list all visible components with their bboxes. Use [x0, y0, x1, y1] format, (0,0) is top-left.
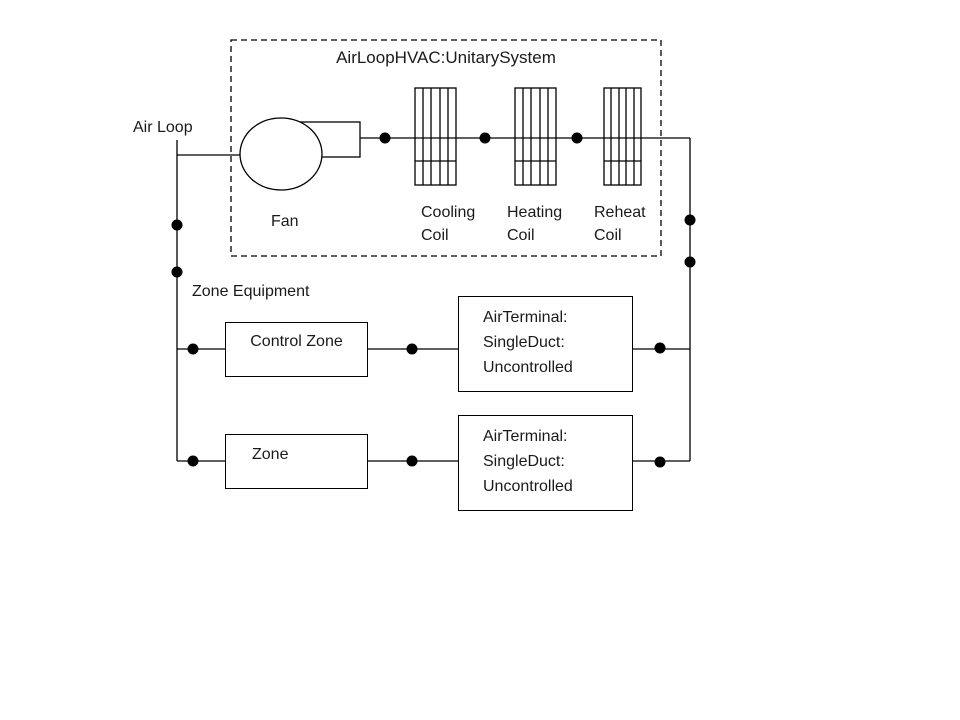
cooling-coil-label: Cooling Coil: [421, 204, 476, 245]
connection-node: [171, 266, 183, 278]
fan-symbol: [239, 117, 361, 191]
air-terminal-2-label: AirTerminal: SingleDuct: Uncontrolled: [483, 428, 573, 495]
fan-circle: [239, 117, 323, 191]
connection-node: [171, 219, 183, 231]
heating-coil-symbol: [514, 87, 557, 186]
control-zone-box: Control Zone: [225, 322, 368, 377]
control-zone-label: Control Zone: [250, 333, 343, 350]
reheat-coil-symbol: [603, 87, 642, 186]
air-terminal-1-label: AirTerminal: SingleDuct: Uncontrolled: [483, 309, 573, 376]
fan-label: Fan: [271, 213, 299, 230]
connection-node: [187, 455, 199, 467]
connection-node: [406, 455, 418, 467]
zone-equipment-label: Zone Equipment: [192, 283, 310, 300]
connection-node: [684, 256, 696, 268]
diagram-title: AirLoopHVAC:UnitarySystem: [336, 48, 556, 67]
connection-node: [684, 214, 696, 226]
connection-node: [654, 342, 666, 354]
connection-node: [379, 132, 391, 144]
connection-node: [654, 456, 666, 468]
unitary-system-boundary: [230, 39, 662, 257]
zone-label: Zone: [252, 446, 289, 463]
connection-node: [406, 343, 418, 355]
connection-node: [571, 132, 583, 144]
air-loop-label: Air Loop: [133, 119, 193, 136]
connection-node: [479, 132, 491, 144]
zone-box: Zone: [225, 434, 368, 489]
air-terminal-1-box: AirTerminal: SingleDuct: Uncontrolled: [458, 296, 633, 392]
reheat-coil-label: Reheat Coil: [594, 204, 646, 245]
cooling-coil-symbol: [414, 87, 457, 186]
heating-coil-label: Heating Coil: [507, 204, 563, 245]
air-terminal-2-box: AirTerminal: SingleDuct: Uncontrolled: [458, 415, 633, 511]
connection-node: [187, 343, 199, 355]
